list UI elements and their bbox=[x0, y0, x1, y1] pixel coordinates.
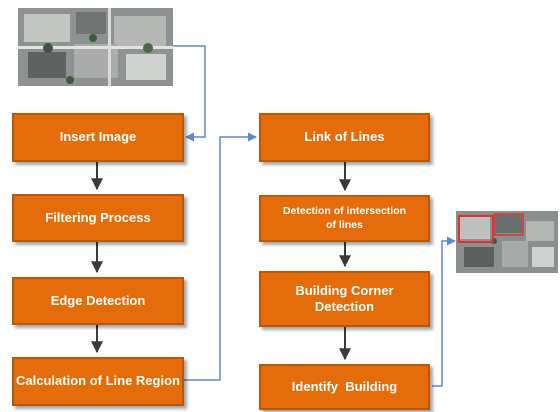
insert-image-box: Insert Image bbox=[12, 113, 184, 162]
link-of-lines-box: Link of Lines bbox=[259, 113, 430, 162]
building-corner-detection-box: Building Corner Detection bbox=[259, 271, 430, 327]
detection-of-intersection-box: Detection of intersection of lines bbox=[259, 195, 430, 242]
connector-line-region-to-link bbox=[184, 132, 257, 381]
edge-detection-box: Edge Detection bbox=[12, 277, 184, 325]
highlighted-building-outline bbox=[494, 213, 524, 236]
highlighted-building-outline bbox=[458, 215, 494, 243]
calculation-of-line-region-box: Calculation of Line Region bbox=[12, 357, 184, 406]
filtering-process-box: Filtering Process bbox=[12, 194, 184, 242]
connector-image-to-insert bbox=[173, 45, 206, 142]
output-aerial-image bbox=[456, 211, 558, 273]
input-aerial-image bbox=[18, 8, 173, 86]
identify-building-box: Identify Building bbox=[259, 364, 430, 410]
connector-identify-to-output bbox=[432, 236, 456, 387]
